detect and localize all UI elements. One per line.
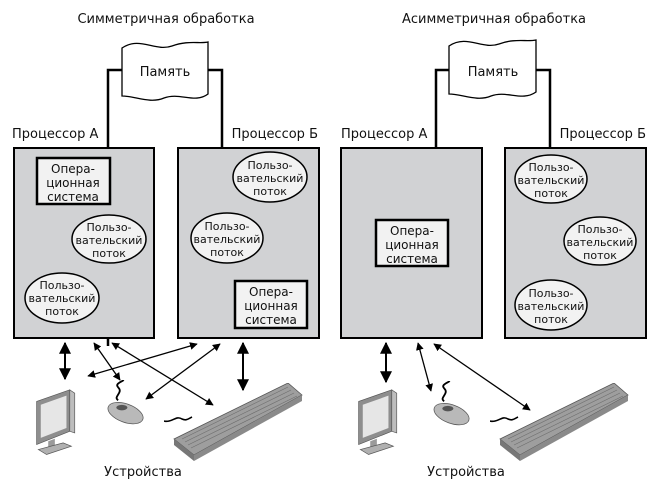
keyboard-icon <box>490 383 629 462</box>
svg-text:поток: поток <box>253 185 287 198</box>
svg-text:поток: поток <box>210 246 244 259</box>
arrow-cpu-a-keyboard <box>433 343 531 411</box>
memory-label: Память <box>140 65 191 80</box>
svg-text:поток: поток <box>534 313 568 326</box>
svg-text:система: система <box>386 252 438 266</box>
svg-text:Опера-: Опера- <box>249 285 293 299</box>
svg-text:Пользо-: Пользо- <box>86 221 131 234</box>
memory-bus-left <box>434 68 450 148</box>
user-thread: Пользо- вательский поток <box>24 272 100 324</box>
memory-block: Память <box>121 41 209 101</box>
svg-text:вательский: вательский <box>29 292 96 305</box>
memory-label: Память <box>468 65 519 80</box>
svg-text:система: система <box>245 313 297 327</box>
arrow-cpu-b-mouse <box>145 343 221 400</box>
memory-block: Память <box>448 39 537 99</box>
svg-text:Пользо-: Пользо- <box>39 279 84 292</box>
svg-text:вательский: вательский <box>518 174 585 187</box>
mouse-icon <box>430 381 473 427</box>
asymmetric-title: Асимметричная обработка <box>402 12 586 27</box>
user-thread: Пользо- вательский поток <box>514 154 588 204</box>
processor-b-label: Процессор Б <box>560 127 646 142</box>
svg-text:Пользо-: Пользо- <box>577 223 622 236</box>
svg-text:поток: поток <box>45 305 79 318</box>
svg-text:ционная: ционная <box>46 176 100 190</box>
svg-text:ционная: ционная <box>385 238 439 252</box>
os-box: Опера- ционная система <box>233 279 309 330</box>
user-thread: Пользо- вательский поток <box>514 279 588 331</box>
svg-text:вательский: вательский <box>194 233 261 246</box>
svg-text:вательский: вательский <box>76 234 143 247</box>
svg-text:вательский: вательский <box>518 300 585 313</box>
svg-text:система: система <box>47 190 99 204</box>
svg-text:Пользо-: Пользо- <box>528 287 573 300</box>
processor-a-label: Процессор А <box>12 127 98 142</box>
mouse-icon <box>104 380 147 426</box>
processor-a-label: Процессор А <box>341 127 427 142</box>
arrow-cpu-a-mouse <box>416 342 433 392</box>
processor-b-label: Процессор Б <box>232 127 318 142</box>
memory-bus-right <box>536 68 552 148</box>
user-thread: Пользо- вательский поток <box>232 151 308 203</box>
svg-text:Пользо-: Пользо- <box>204 220 249 233</box>
svg-text:поток: поток <box>583 249 617 262</box>
monitor-icon <box>358 389 398 455</box>
devices-label: Устройства <box>104 465 182 480</box>
os-box: Опера- ционная система <box>374 218 450 268</box>
arrow-cpu-a-keyboard <box>111 342 214 406</box>
svg-text:ционная: ционная <box>244 299 298 313</box>
os-box: Опера- ционная система <box>35 156 112 206</box>
user-thread: Пользо- вательский поток <box>563 216 637 266</box>
svg-text:вательский: вательский <box>237 172 304 185</box>
svg-text:вательский: вательский <box>567 236 634 249</box>
svg-text:Пользо-: Пользо- <box>528 161 573 174</box>
keyboard-icon <box>164 383 303 462</box>
user-thread: Пользо- вательский поток <box>71 214 147 264</box>
arrow-cpu-b-monitor <box>87 342 198 378</box>
svg-text:поток: поток <box>92 247 126 260</box>
user-thread: Пользо- вательский поток <box>190 212 264 264</box>
arrow-cpu-a-mouse <box>93 342 121 381</box>
svg-text:Пользо-: Пользо- <box>247 159 292 172</box>
monitor-icon <box>36 389 76 455</box>
svg-text:поток: поток <box>534 187 568 200</box>
svg-text:Опера-: Опера- <box>390 224 434 238</box>
svg-text:Опера-: Опера- <box>51 162 95 176</box>
devices-label: Устройства <box>427 465 505 480</box>
symmetric-title: Симметричная обработка <box>77 12 254 27</box>
memory-bus-right <box>208 68 224 148</box>
